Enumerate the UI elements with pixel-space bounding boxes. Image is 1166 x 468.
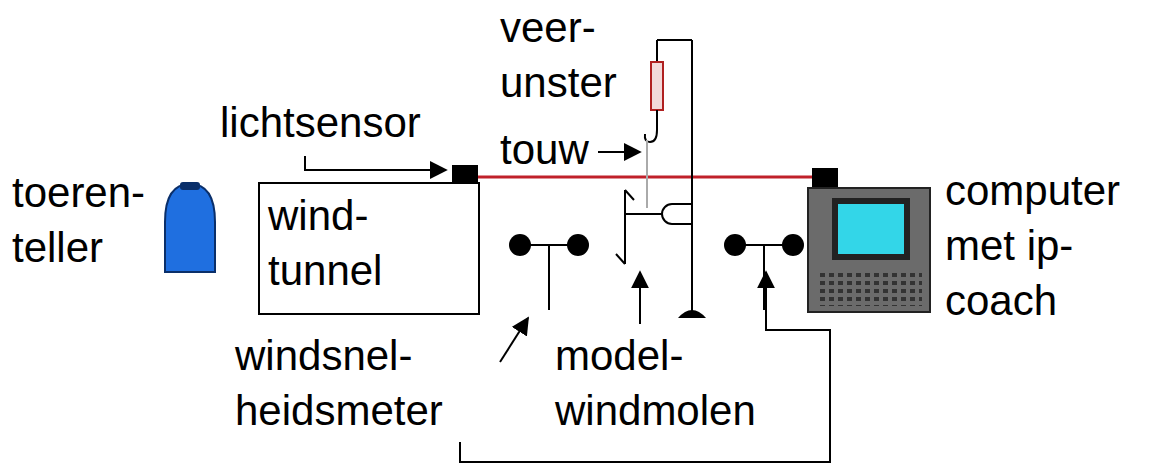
axle-bearing (662, 204, 692, 224)
leader-arrow (500, 318, 528, 362)
windmill-axle (625, 213, 662, 215)
tachometer-top (180, 182, 200, 190)
part-label: model- windmolen (555, 328, 770, 438)
leader-arrow (598, 151, 640, 153)
stand-pole (691, 40, 693, 316)
anemometer-cup (724, 234, 746, 256)
string (646, 140, 648, 208)
part-label: toeren- teller (12, 165, 162, 275)
scale-hook (645, 110, 657, 142)
part-label: computer met ip-coach (945, 163, 1135, 328)
anemometer-cup (782, 234, 804, 256)
part-label: lichtsensor (220, 95, 421, 150)
part-label: touw (500, 122, 589, 177)
computer-icon (808, 188, 930, 312)
part-label: veer- unster (500, 0, 640, 110)
leader-arrow (460, 272, 830, 462)
anemometer-cup (567, 234, 589, 256)
interface-plug (812, 168, 838, 188)
leader-arrow (639, 272, 641, 324)
tunnel-box: wind- tunnel (258, 182, 480, 315)
screen-frame (832, 198, 910, 260)
stand-base (678, 310, 706, 318)
stand-hanger (656, 40, 658, 62)
spring-scale (651, 62, 663, 110)
tachometer-icon (165, 184, 215, 272)
blade-tips (616, 190, 634, 264)
screen (838, 204, 904, 254)
stand-arm (657, 39, 692, 41)
windmill-blades (624, 190, 626, 264)
part-label: windsnel- heidsmeter (235, 328, 455, 438)
anemometer-stem (763, 245, 765, 310)
keyboard (818, 272, 922, 306)
anemometer-stem (548, 245, 550, 310)
anemometer-cup (509, 234, 531, 256)
node-label: wind- tunnel (268, 188, 398, 298)
leader-arrow (305, 156, 446, 170)
signal-wire (478, 176, 812, 179)
